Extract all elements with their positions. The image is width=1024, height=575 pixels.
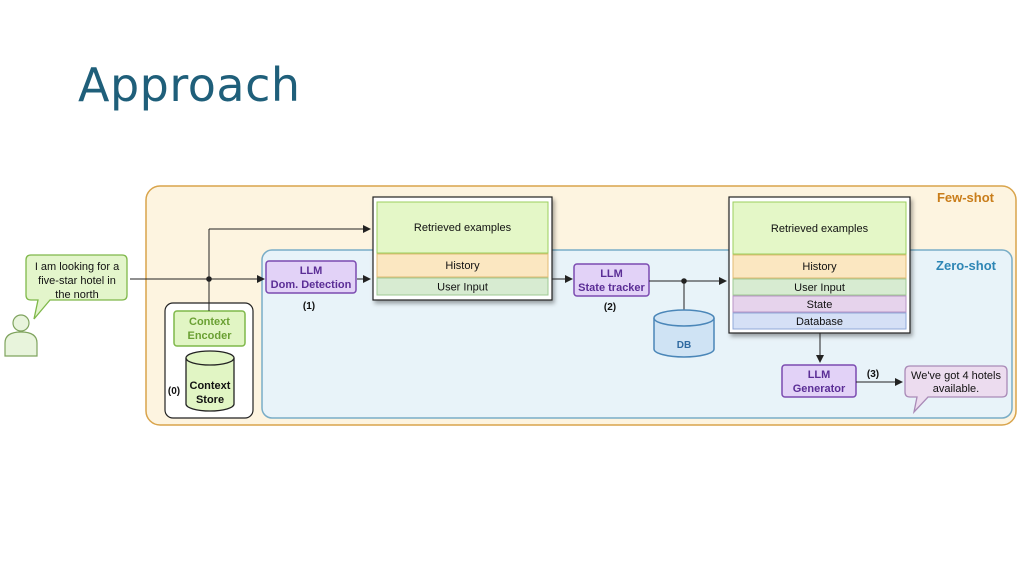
prompt1-examples-label: Retrieved examples (414, 222, 512, 234)
context-store-label-2: Store (196, 394, 224, 406)
llm-state-label-2: State tracker (578, 282, 645, 294)
llm-generator-box (781, 364, 857, 398)
user-speech-line-2: five-star hotel in (38, 275, 116, 287)
step-0-label: (0) (168, 386, 180, 397)
prompt2-examples-label: Retrieved examples (771, 223, 869, 235)
prompt2-history-section (732, 254, 907, 279)
user-speech-bubble (25, 254, 128, 320)
llm-generator-label-2: Generator (793, 383, 846, 395)
user-speech-line-3: the north (55, 289, 98, 301)
response-bubble (904, 365, 1008, 415)
few-shot-label: Few-shot (937, 190, 995, 205)
llm-domain-label-1: LLM (300, 265, 323, 277)
llm-domain-box (265, 260, 357, 294)
context-store-label-1: Context (190, 380, 231, 392)
junction-dot-2 (681, 278, 687, 284)
prompt1-user-input-section (376, 277, 549, 296)
step-1-label: (1) (303, 301, 315, 312)
step-2-label: (2) (604, 302, 616, 313)
prompt1-history-label: History (445, 260, 480, 272)
llm-domain-label-2: Dom. Detection (271, 279, 352, 291)
prompt2-state-label: State (807, 299, 833, 311)
prompt1-history-section (376, 253, 549, 278)
user-speech-line-1: I am looking for a (35, 261, 120, 273)
prompt2-examples-section (732, 201, 907, 255)
response-line-2: available. (933, 383, 979, 395)
prompt1-examples-section (376, 201, 549, 254)
prompt1-user-input-label: User Input (437, 282, 488, 294)
context-encoder-label-1: Context (189, 316, 230, 328)
prompt2-database-label: Database (796, 316, 843, 328)
slide-title: Approach (78, 58, 301, 112)
prompt2-user-input-label: User Input (794, 282, 845, 294)
context-store-cylinder (185, 350, 235, 412)
llm-state-label-1: LLM (600, 268, 623, 280)
user-icon (4, 314, 38, 357)
response-line-1: We've got 4 hotels (911, 370, 1001, 382)
prompt2-database-section (732, 312, 907, 330)
context-encoder-label-2: Encoder (187, 330, 232, 342)
prompt2-history-label: History (802, 261, 837, 273)
step-3-label: (3) (867, 369, 879, 380)
junction-dot-1 (206, 276, 212, 282)
zero-shot-label: Zero-shot (936, 258, 997, 273)
db-label: DB (677, 340, 691, 351)
prompt2-state-section (732, 295, 907, 313)
prompt2-user-input-section (732, 278, 907, 296)
llm-state-box (573, 263, 650, 297)
llm-generator-label-1: LLM (808, 369, 831, 381)
db-cylinder (653, 309, 715, 358)
